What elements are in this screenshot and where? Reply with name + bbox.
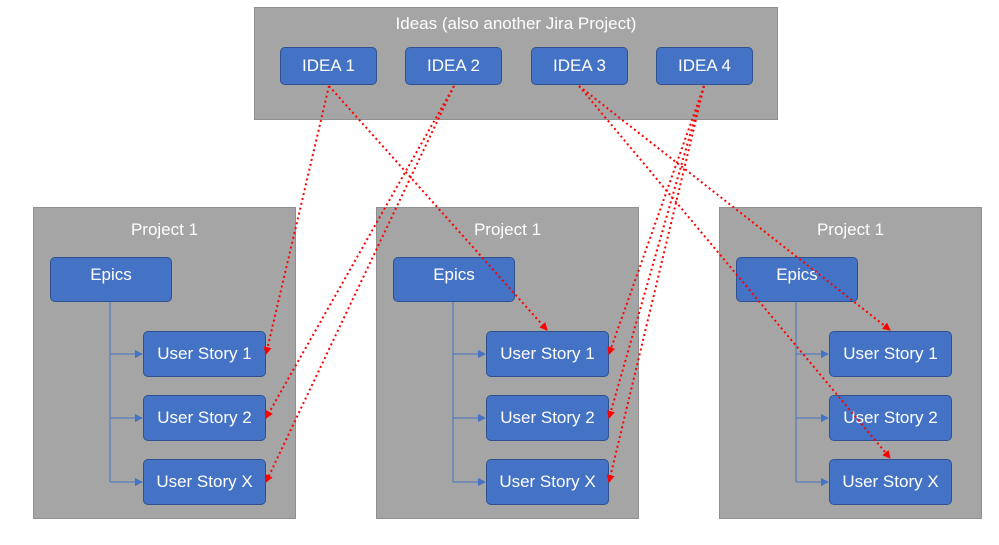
project-title-2: Project 1 (473, 220, 542, 239)
project-3-user-story-x[interactable]: User Story X (829, 459, 952, 505)
project-1-user-story-2[interactable]: User Story 2 (143, 395, 266, 441)
project-3-user-story-2[interactable]: User Story 2 (829, 395, 952, 441)
project-title-1: Project 1 (130, 220, 199, 239)
epics-box-2[interactable]: Epics (393, 257, 515, 302)
project-2-user-story-2[interactable]: User Story 2 (486, 395, 609, 441)
project-2-user-story-x[interactable]: User Story X (486, 459, 609, 505)
ideas-project-title: Ideas (also another Jira Project) (395, 14, 637, 33)
project-title-3: Project 1 (816, 220, 885, 239)
project-1-user-story-1[interactable]: User Story 1 (143, 331, 266, 377)
epics-box-3[interactable]: Epics (736, 257, 858, 302)
idea-3-box[interactable]: IDEA 3 (531, 47, 628, 85)
idea-1-box[interactable]: IDEA 1 (280, 47, 377, 85)
project-3-user-story-1[interactable]: User Story 1 (829, 331, 952, 377)
project-1-user-story-x[interactable]: User Story X (143, 459, 266, 505)
epics-box-1[interactable]: Epics (50, 257, 172, 302)
idea-4-box[interactable]: IDEA 4 (656, 47, 753, 85)
idea-2-box[interactable]: IDEA 2 (405, 47, 502, 85)
project-2-user-story-1[interactable]: User Story 1 (486, 331, 609, 377)
